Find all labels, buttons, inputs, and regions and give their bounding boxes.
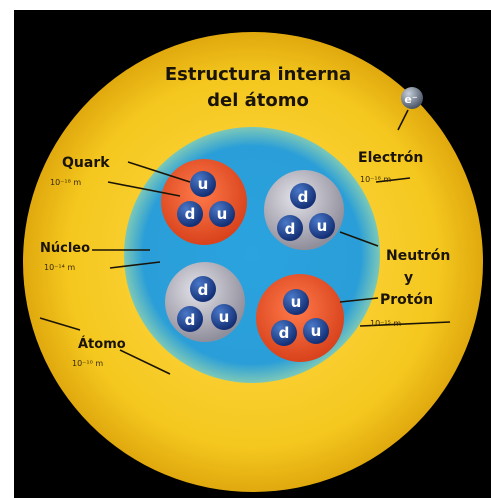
label-atomo-scale: 10⁻¹⁰ m bbox=[72, 359, 103, 368]
label-electron-scale: 10⁻¹⁸ m bbox=[360, 175, 391, 184]
quark bbox=[177, 201, 203, 227]
leader-lines bbox=[39, 109, 451, 375]
quark-label: d bbox=[279, 324, 290, 342]
quark bbox=[211, 304, 237, 330]
label-atomo: Átomo bbox=[78, 336, 126, 352]
label-quark: Quark bbox=[62, 155, 110, 171]
quark-label: d bbox=[298, 188, 309, 206]
quark-group-proton-1: u d u bbox=[177, 171, 235, 227]
proton-2 bbox=[256, 274, 344, 362]
quark bbox=[271, 320, 297, 346]
atomo-leader bbox=[39, 317, 81, 331]
proton-leader bbox=[359, 321, 451, 327]
quark-group-neutron-1: d d u bbox=[277, 183, 335, 241]
label-quark-scale: 10⁻¹⁸ m bbox=[50, 178, 81, 187]
electron-leader bbox=[397, 109, 409, 131]
quark bbox=[190, 276, 216, 302]
quark bbox=[283, 289, 309, 315]
quark bbox=[303, 318, 329, 344]
label-proton-scale: 10⁻¹⁵ m bbox=[370, 319, 401, 328]
quark-label: d bbox=[198, 281, 209, 299]
label-nucleo-scale: 10⁻¹⁴ m bbox=[44, 263, 75, 272]
label-proton: Protón bbox=[380, 292, 433, 308]
nucleus bbox=[124, 127, 380, 383]
neutron-leader bbox=[339, 231, 379, 247]
electron-symbol: e⁻ bbox=[404, 93, 417, 106]
nucleo-leader bbox=[109, 261, 161, 269]
quark bbox=[177, 306, 203, 332]
quark-label: d bbox=[285, 220, 296, 238]
atomo-leader bbox=[119, 349, 171, 375]
quark bbox=[190, 171, 216, 197]
neutron-1 bbox=[264, 170, 344, 250]
quark bbox=[209, 201, 235, 227]
quark-label: u bbox=[311, 322, 322, 340]
quark-leader bbox=[127, 161, 191, 183]
label-electron: Electrón bbox=[358, 150, 423, 166]
quark-label: u bbox=[219, 308, 230, 326]
title-line-1: Estructura interna bbox=[165, 64, 351, 85]
quark-group-proton-2: u d u bbox=[271, 289, 329, 346]
neutron-2 bbox=[165, 262, 245, 342]
quark-label: u bbox=[291, 293, 302, 311]
label-y: y bbox=[404, 270, 413, 286]
quark-label: u bbox=[198, 175, 209, 193]
quark-label: d bbox=[185, 311, 196, 329]
quark-leader bbox=[107, 181, 181, 197]
title-line-2: del átomo bbox=[207, 90, 309, 111]
label-nucleo: Núcleo bbox=[40, 241, 90, 256]
label-neutron: Neutrón bbox=[386, 248, 450, 264]
quark bbox=[290, 183, 316, 209]
proton-leader bbox=[339, 297, 379, 303]
quark-label: u bbox=[217, 205, 228, 223]
quark-label: d bbox=[185, 205, 196, 223]
quark bbox=[277, 215, 303, 241]
quark-group-neutron-2: d d u bbox=[177, 276, 237, 332]
electron bbox=[401, 87, 423, 109]
electron-leader bbox=[375, 177, 411, 183]
quark bbox=[309, 213, 335, 239]
quark-label: u bbox=[317, 217, 328, 235]
